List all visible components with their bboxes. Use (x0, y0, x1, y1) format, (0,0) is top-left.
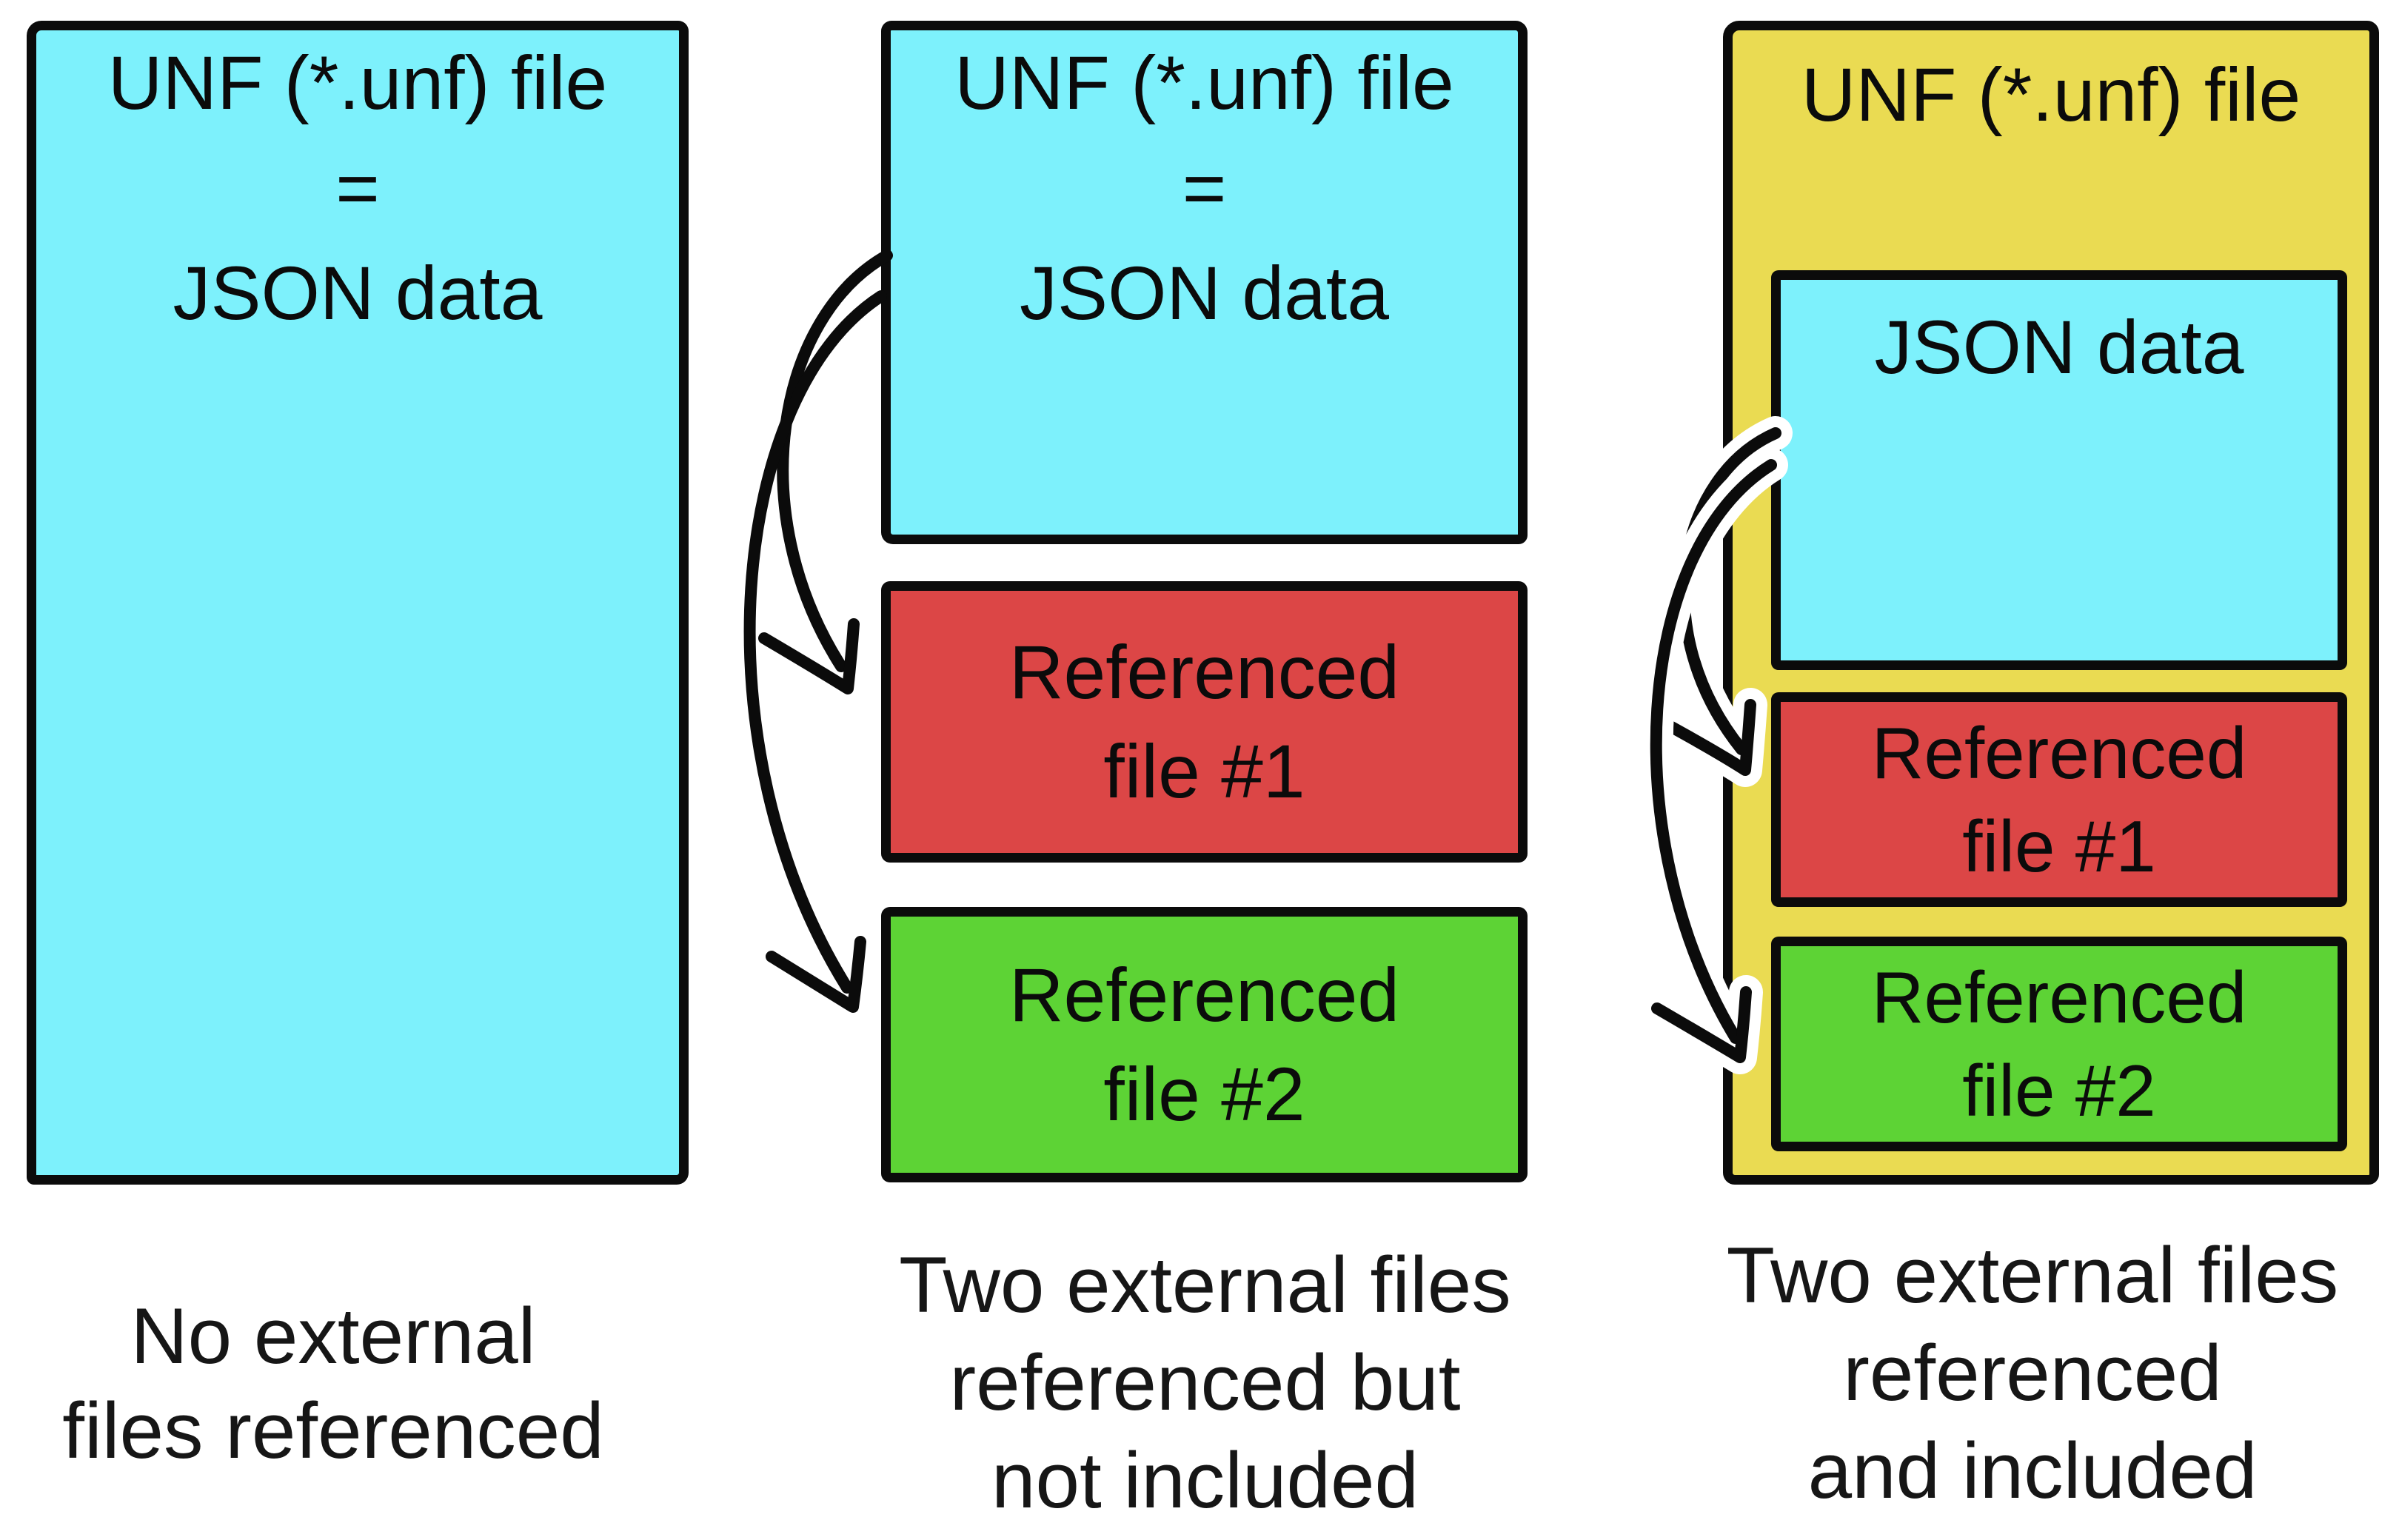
curved-arrow-to-file2-icon (743, 290, 887, 1013)
unf-json-box-referencing: UNF (*.unf) file = JSON data (881, 21, 1528, 544)
caption-line: Two external files (1726, 1231, 2339, 1319)
caption-line: referenced but (949, 1338, 1461, 1427)
curved-arrow-to-file1-icon (758, 250, 893, 694)
curved-arrow-line (777, 250, 893, 672)
caption-line: Two external files (899, 1240, 1511, 1329)
caption-line: and included (1807, 1426, 2258, 1515)
unf-box-text: UNF (*.unf) file = JSON data (891, 30, 1518, 346)
unf-box-text: UNF (*.unf) file = JSON data (36, 30, 679, 346)
unf-box-line: JSON data (1020, 251, 1389, 335)
caption-line: files referenced (62, 1386, 604, 1475)
json-data-box-embedded: JSON data (1771, 270, 2347, 670)
referenced-file-line: Referenced (1871, 712, 2247, 794)
caption-referenced-not-included: Two external files referenced but not in… (863, 1236, 1548, 1529)
json-data-label: JSON data (1874, 305, 2244, 389)
unf-container-box: UNF (*.unf) file JSON data Referenced fi… (1723, 21, 2379, 1185)
referenced-file-line: Referenced (1871, 957, 2247, 1038)
referenced-file-1-box: Referenced file #1 (881, 581, 1528, 863)
unf-box-line: UNF (*.unf) file (954, 41, 1454, 125)
referenced-file-1-label: Referenced file #1 (891, 591, 1518, 853)
referenced-file-line: file #1 (1103, 729, 1305, 814)
referenced-file-line: Referenced (1008, 953, 1400, 1037)
unf-container-title: UNF (*.unf) file (1801, 53, 2301, 137)
caption-line: referenced (1843, 1328, 2222, 1417)
arrow-head-icon (766, 936, 866, 1013)
caption-no-external-files: No external files referenced (0, 1288, 666, 1478)
unf-box-line: UNF (*.unf) file (107, 41, 608, 125)
unf-json-box-standalone: UNF (*.unf) file = JSON data (27, 21, 689, 1185)
caption-line: No external (130, 1291, 536, 1380)
referenced-file-line: file #2 (1962, 1050, 2156, 1131)
curved-arrow-line (743, 290, 887, 994)
referenced-file-1-label: Referenced file #1 (1781, 702, 2338, 897)
referenced-file-line: Referenced (1008, 630, 1400, 714)
referenced-file-line: file #2 (1103, 1052, 1305, 1136)
referenced-file-2-box: Referenced file #2 (881, 907, 1528, 1182)
referenced-file-2-label: Referenced file #2 (891, 917, 1518, 1173)
caption-line: not included (991, 1436, 1419, 1524)
referenced-file-2-box-embedded: Referenced file #2 (1771, 937, 2347, 1151)
unf-box-line: JSON data (173, 251, 543, 335)
unf-box-line: = (335, 146, 380, 230)
arrow-head-icon (758, 618, 860, 694)
caption-referenced-and-included: Two external files referenced and includ… (1688, 1226, 2377, 1519)
unf-box-line: = (1182, 146, 1227, 230)
referenced-file-1-box-embedded: Referenced file #1 (1771, 692, 2347, 907)
referenced-file-line: file #1 (1962, 806, 2156, 887)
referenced-file-2-label: Referenced file #2 (1781, 946, 2338, 1142)
